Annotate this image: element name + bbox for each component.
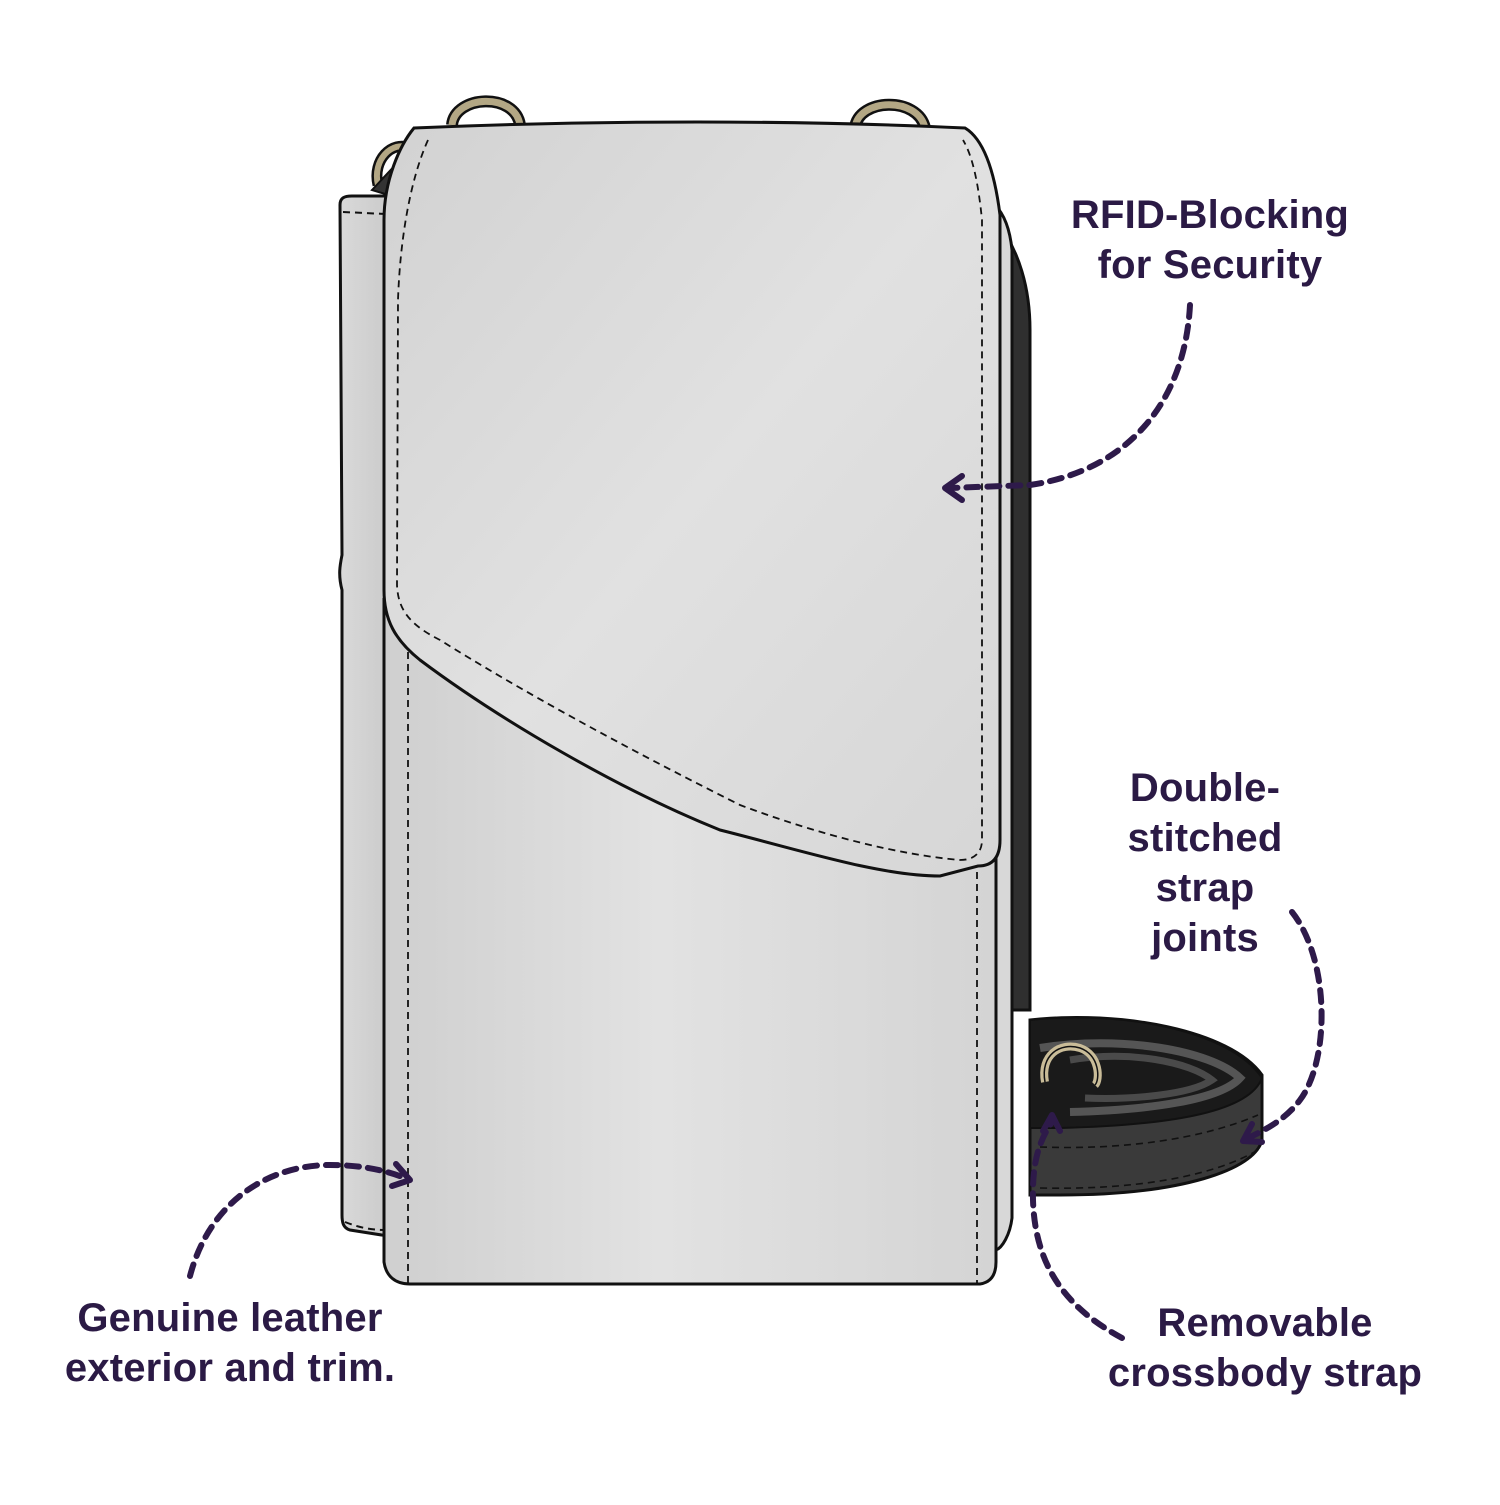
callout-line: Genuine leather	[77, 1296, 383, 1340]
callout-double-stitched: Double- stitched strap joints	[1085, 763, 1325, 963]
callout-genuine-leather: Genuine leather exterior and trim.	[40, 1293, 420, 1393]
d-ring-top-right	[849, 98, 931, 131]
arrow-leather	[187, 1161, 408, 1279]
front-pocket	[382, 597, 998, 1286]
d-ring-top-left	[446, 95, 526, 127]
front-flap	[382, 120, 1002, 878]
arrow-strap	[1029, 1119, 1125, 1341]
callout-line: exterior and trim.	[64, 1346, 396, 1390]
callout-line: strap	[1155, 866, 1255, 910]
arrowhead-leather-icon	[389, 1161, 413, 1189]
callout-line: RFID-Blocking	[1070, 193, 1350, 237]
callout-line: for Security	[1097, 243, 1323, 287]
arrow-double-stitched	[1245, 909, 1325, 1141]
callout-line: crossbody strap	[1107, 1351, 1423, 1395]
callout-line: stitched	[1127, 816, 1283, 860]
side-panel-left	[338, 194, 390, 1238]
arrowhead-double-stitched-icon	[1240, 1121, 1265, 1145]
callout-rfid-blocking: RFID-Blocking for Security	[1040, 190, 1380, 290]
callout-line: Removable	[1157, 1301, 1373, 1345]
arrow-rfid	[947, 302, 1193, 491]
arrowhead-rfid-icon	[942, 473, 965, 503]
flap-stitching	[396, 139, 983, 861]
callout-removable-strap: Removable crossbody strap	[1080, 1298, 1450, 1398]
callout-line: joints	[1151, 916, 1259, 960]
crossbody-strap-coiled	[1028, 1015, 1264, 1197]
callout-line: Double-	[1129, 766, 1281, 810]
arrowhead-strap-icon	[1040, 1112, 1063, 1134]
